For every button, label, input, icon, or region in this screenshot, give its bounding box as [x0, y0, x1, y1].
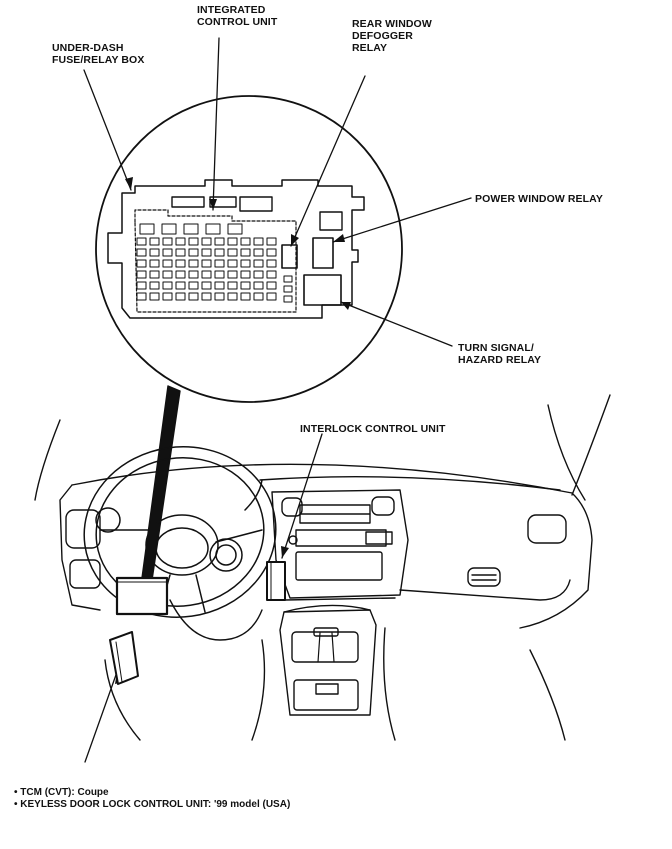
- fuse-cell: [240, 270, 251, 279]
- fuse-connector: [183, 223, 199, 235]
- fuse-cell: [201, 292, 212, 301]
- fuse-cell: [162, 259, 173, 268]
- fuse-cell: [253, 259, 264, 268]
- label-integrated-control-unit: INTEGRATED CONTROL UNIT: [197, 4, 278, 28]
- fuse-cell: [201, 281, 212, 290]
- fuse-cell: [253, 292, 264, 301]
- fuse-cell: [162, 281, 173, 290]
- fuse-cell: [149, 281, 160, 290]
- fuse-cell: [149, 248, 160, 257]
- fuse-cell: [136, 292, 147, 301]
- fuse-cell: [175, 259, 186, 268]
- fuse-cell: [266, 248, 277, 257]
- fuse-cell: [266, 281, 277, 290]
- tcm-coupe-unit: [109, 631, 139, 685]
- steering-wheel: [83, 446, 277, 618]
- fuse-cell: [266, 237, 277, 246]
- fuse-cell: [240, 248, 251, 257]
- fuse-cell: [214, 281, 225, 290]
- magnifier-connector: [141, 385, 181, 581]
- fuse-cell: [149, 237, 160, 246]
- fuse-cell: [214, 270, 225, 279]
- fuse-relay-box: [107, 179, 365, 319]
- turn-signal-hazard-relay: [303, 274, 342, 306]
- fuse-cell: [214, 237, 225, 246]
- label-under-dash-fuse-box: UNDER-DASH FUSE/RELAY BOX: [52, 42, 145, 66]
- fuse-cell: [253, 281, 264, 290]
- label-rear-window-defogger-relay: REAR WINDOW DEFOGGER RELAY: [352, 18, 432, 54]
- fuse-cell: [227, 237, 238, 246]
- fuse-cell: [227, 259, 238, 268]
- note-keyless: • KEYLESS DOOR LOCK CONTROL UNIT: '99 mo…: [14, 799, 291, 810]
- fuse-cell: [175, 237, 186, 246]
- fuse-cell: [162, 237, 173, 246]
- fuse-cell: [253, 248, 264, 257]
- fuse-cell: [188, 292, 199, 301]
- fuse-cell: [240, 281, 251, 290]
- tcm-keyless-unit-dash: [115, 576, 169, 616]
- fuse-cell: [227, 248, 238, 257]
- power-window-relay: [312, 237, 334, 269]
- fuse-cell: [188, 248, 199, 257]
- fuse-cell: [149, 292, 160, 301]
- fuse-connector: [205, 223, 221, 235]
- footnotes: • TCM (CVT): Coupe • KEYLESS DOOR LOCK C…: [14, 787, 290, 811]
- fuse-cell: [175, 248, 186, 257]
- fuse-connector: [139, 223, 155, 235]
- fuse-cell: [136, 281, 147, 290]
- fuse-cell: [201, 259, 212, 268]
- note-tcm: • TCM (CVT): Coupe: [14, 787, 109, 798]
- fuse-cell: [266, 270, 277, 279]
- fuse-cell: [136, 248, 147, 257]
- fuse-cell: [188, 270, 199, 279]
- fuse-cell: [253, 270, 264, 279]
- fuse-cell: [283, 275, 293, 283]
- label-power-window-relay: POWER WINDOW RELAY: [475, 193, 603, 205]
- fuse-connector: [161, 223, 177, 235]
- fuse-cell: [175, 292, 186, 301]
- fuse-cell: [201, 270, 212, 279]
- fuse-cell: [253, 237, 264, 246]
- fuse-cell: [162, 248, 173, 257]
- fuse-cell: [227, 281, 238, 290]
- fuse-cell: [240, 292, 251, 301]
- fuse-cell: [283, 295, 293, 303]
- arrow-heads: [115, 177, 351, 684]
- fuse-cell: [227, 270, 238, 279]
- fuse-cell: [214, 292, 225, 301]
- fuse-cell: [214, 248, 225, 257]
- fuse-cell: [283, 285, 293, 293]
- fuse-cell: [136, 270, 147, 279]
- interlock-control-unit: [266, 561, 286, 601]
- magnifier-circle: [95, 95, 403, 403]
- fuse-connector: [227, 223, 243, 235]
- fuse-cell: [149, 270, 160, 279]
- leader-lines-upper: [83, 37, 472, 763]
- fuse-cell: [149, 259, 160, 268]
- fuse-cell: [136, 237, 147, 246]
- integrated-control-unit-outline: [134, 209, 297, 313]
- rear-window-defogger-relay: [281, 244, 298, 269]
- fuse-cell: [227, 292, 238, 301]
- fuse-cell: [188, 281, 199, 290]
- fuse-cell: [188, 259, 199, 268]
- fuse-cell: [188, 237, 199, 246]
- fuse-cell: [266, 259, 277, 268]
- fuse-cell: [240, 237, 251, 246]
- label-turn-signal-hazard-relay: TURN SIGNAL/ HAZARD RELAY: [458, 342, 542, 366]
- fuse-cell: [175, 281, 186, 290]
- fuse-cell: [266, 292, 277, 301]
- fuse-cell: [201, 237, 212, 246]
- fuse-cell: [162, 270, 173, 279]
- fuse-cell: [175, 270, 186, 279]
- label-interlock-control-unit: INTERLOCK CONTROL UNIT: [300, 423, 446, 435]
- fuse-cell: [201, 248, 212, 257]
- fuse-cell: [240, 259, 251, 268]
- fuse-cell: [214, 259, 225, 268]
- fuse-cell: [136, 259, 147, 268]
- fuse-cell: [162, 292, 173, 301]
- dashboard: [34, 394, 611, 741]
